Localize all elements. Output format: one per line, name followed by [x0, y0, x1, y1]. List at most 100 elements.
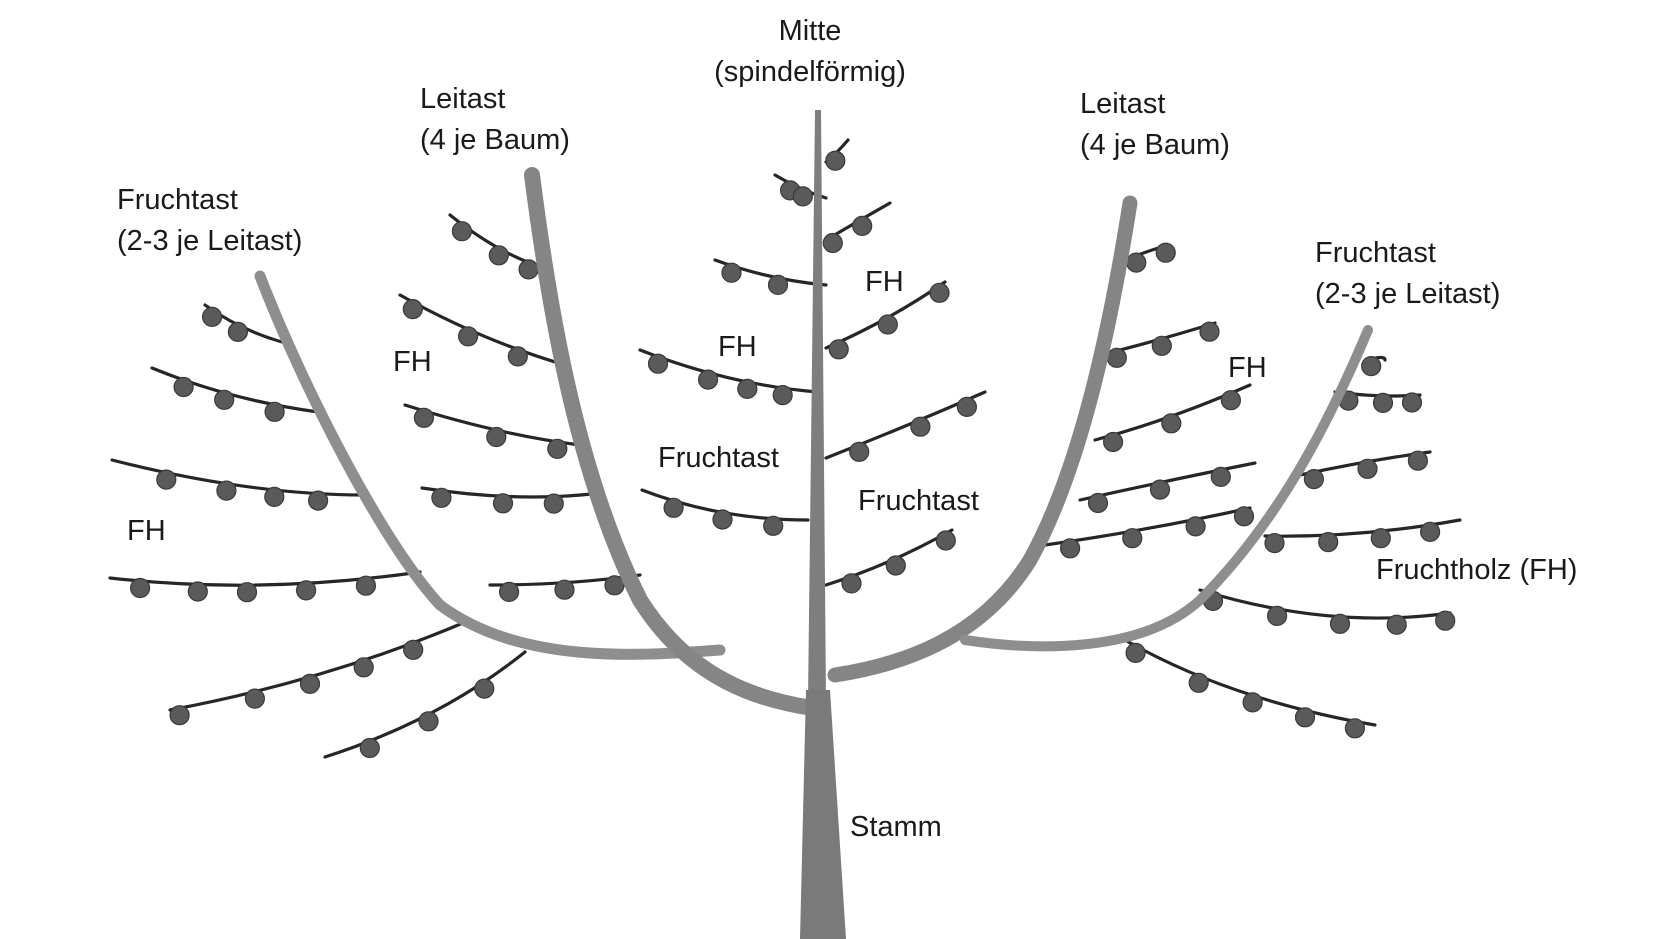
fruit-bud	[244, 688, 265, 709]
right-outer-fruiting-branch	[960, 325, 1373, 652]
fruit-bud	[1087, 492, 1109, 514]
fruit-bud	[474, 678, 495, 699]
fruit-bud	[451, 221, 472, 242]
fruit-bud	[849, 441, 870, 462]
fruit-bud	[169, 705, 190, 726]
fruit-bud	[1210, 466, 1231, 487]
fruit-bud	[264, 486, 285, 507]
fruit-bud	[202, 306, 223, 327]
fruitwood-twig	[1198, 588, 1452, 620]
label-fruchtast-left-1: Fruchtast	[117, 184, 238, 216]
label-leitast-right-2: (4 je Baum)	[1080, 129, 1230, 161]
scaffold-limbs	[254, 167, 1373, 716]
fruit-bud	[1264, 532, 1285, 554]
fruit-bud	[518, 259, 539, 280]
label-fh-1: FH	[393, 346, 432, 378]
fruit-bud	[488, 245, 509, 266]
fruit-bud	[1151, 335, 1172, 356]
fruit-bud	[1370, 528, 1391, 549]
fruit-bud	[413, 407, 434, 428]
fruit-bud	[1329, 613, 1351, 634]
fruit-bud	[296, 580, 317, 601]
fruit-bud	[721, 262, 742, 283]
fruit-bud	[792, 186, 813, 207]
label-fruchtast-center-right: Fruchtast	[858, 485, 979, 517]
fruit-bud	[156, 469, 177, 490]
fruitwood-twig	[168, 618, 472, 712]
label-leitast-left-1: Leitast	[420, 83, 505, 115]
label-leitast-left-2: (4 je Baum)	[420, 124, 570, 156]
labels: Mitte (spindelförmig) Leitast (4 je Baum…	[117, 15, 1577, 843]
left-scaffold-limb	[524, 167, 820, 716]
fruit-bud	[431, 487, 452, 508]
fruitwood-twig	[110, 458, 367, 497]
fruit-bud	[1125, 642, 1146, 664]
fruit-bud	[1407, 450, 1429, 471]
fruit-bud	[353, 657, 374, 678]
fruit-bud	[1372, 392, 1394, 413]
fruit-bud	[929, 282, 950, 303]
label-fruchtast-right-2: (2-3 je Leitast)	[1315, 278, 1500, 310]
fruit-bud	[1344, 718, 1366, 739]
fruit-bud	[1149, 479, 1171, 500]
fruit-bud	[236, 582, 258, 603]
fruit-bud	[1188, 672, 1209, 693]
fruit-bud	[1126, 252, 1147, 273]
label-fruchtast-left-2: (2-3 je Leitast)	[117, 225, 302, 257]
trunk	[800, 690, 846, 939]
fruit-bud	[355, 575, 376, 596]
fruit-bud	[712, 509, 733, 530]
fruitwood-twig	[1043, 506, 1252, 547]
fruit-bud	[1220, 390, 1242, 411]
fruit-bud	[767, 274, 789, 295]
fruit-bud	[216, 480, 237, 501]
fruit-bud	[299, 673, 321, 695]
fruit-bud	[1161, 413, 1182, 434]
fruit-bud	[458, 326, 479, 347]
fruit-bud	[1357, 458, 1378, 479]
fruit-bud	[173, 376, 194, 398]
fruit-bud	[1102, 431, 1124, 453]
fruitwood-twig	[1123, 638, 1377, 727]
fruit-bud	[486, 426, 507, 448]
fruit-bud	[877, 314, 898, 335]
fruit-bud	[885, 555, 906, 576]
fruit-bud	[1199, 321, 1220, 342]
label-mitte-2: (spindelförmig)	[714, 56, 906, 88]
fruit-bud	[822, 232, 843, 254]
fruit-bud	[1242, 692, 1263, 713]
fruit-bud	[910, 416, 931, 437]
fruit-bud	[403, 639, 424, 660]
fruit-bud	[554, 579, 575, 600]
central-leader	[808, 110, 826, 700]
label-fruchtholz: Fruchtholz (FH)	[1376, 554, 1577, 586]
fruit-bud	[956, 396, 978, 417]
fruit-bud	[543, 493, 564, 514]
fruit-bud	[214, 389, 235, 410]
fruit-bud	[418, 711, 439, 732]
fruit-bud	[359, 737, 380, 759]
label-fh-3: FH	[865, 266, 904, 298]
fruit-bud	[647, 353, 669, 374]
label-fh-2: FH	[718, 331, 757, 363]
left-outer-fruiting-branch	[254, 270, 726, 660]
fruit-bud	[264, 401, 285, 422]
fruit-bud	[1401, 392, 1423, 413]
fruit-bud	[402, 299, 423, 320]
fruitwood-group	[108, 138, 1462, 759]
fruit-bud	[737, 378, 758, 399]
label-mitte-1: Mitte	[779, 15, 842, 47]
fruitwood-twig	[108, 570, 422, 587]
fruit-bud	[697, 369, 719, 390]
fruit-bud	[227, 321, 248, 342]
fruit-bud	[1419, 521, 1441, 543]
central-leader-group	[800, 110, 846, 939]
label-leitast-right-1: Leitast	[1080, 88, 1165, 120]
fruit-bud	[663, 497, 684, 518]
right-scaffold-limb	[827, 195, 1138, 683]
fruit-bud	[187, 581, 208, 602]
fruit-bud	[1294, 707, 1316, 728]
fruit-bud	[604, 575, 625, 596]
fruit-bud	[1266, 605, 1288, 627]
fruit-bud	[841, 573, 862, 594]
